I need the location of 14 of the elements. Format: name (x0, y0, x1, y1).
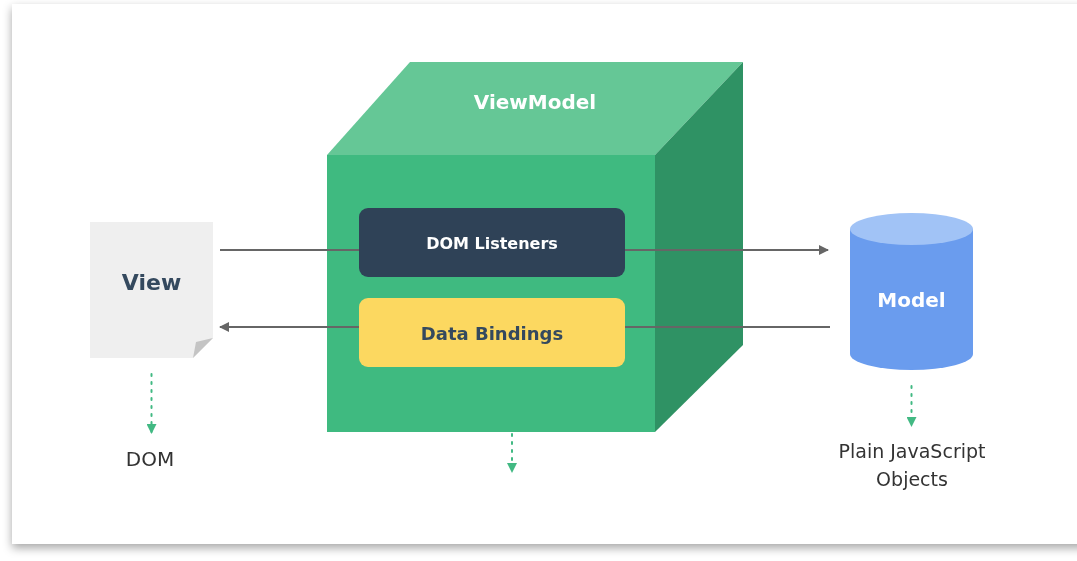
arrow (146, 373, 157, 434)
node-label: Model (876, 287, 947, 314)
arrow (624, 245, 829, 255)
process-box (359, 208, 625, 277)
node-label: DOM (124, 446, 176, 473)
node-label: DOM Listeners (425, 233, 559, 255)
process-box (359, 298, 625, 367)
node-label: Plain JavaScript Objects (837, 439, 987, 492)
arrow (219, 322, 360, 332)
arrow (507, 433, 517, 473)
node-label: Data Bindings (419, 322, 565, 346)
node-label: View (120, 269, 183, 297)
box-title: ViewModel (472, 89, 598, 116)
arrow (906, 385, 917, 427)
